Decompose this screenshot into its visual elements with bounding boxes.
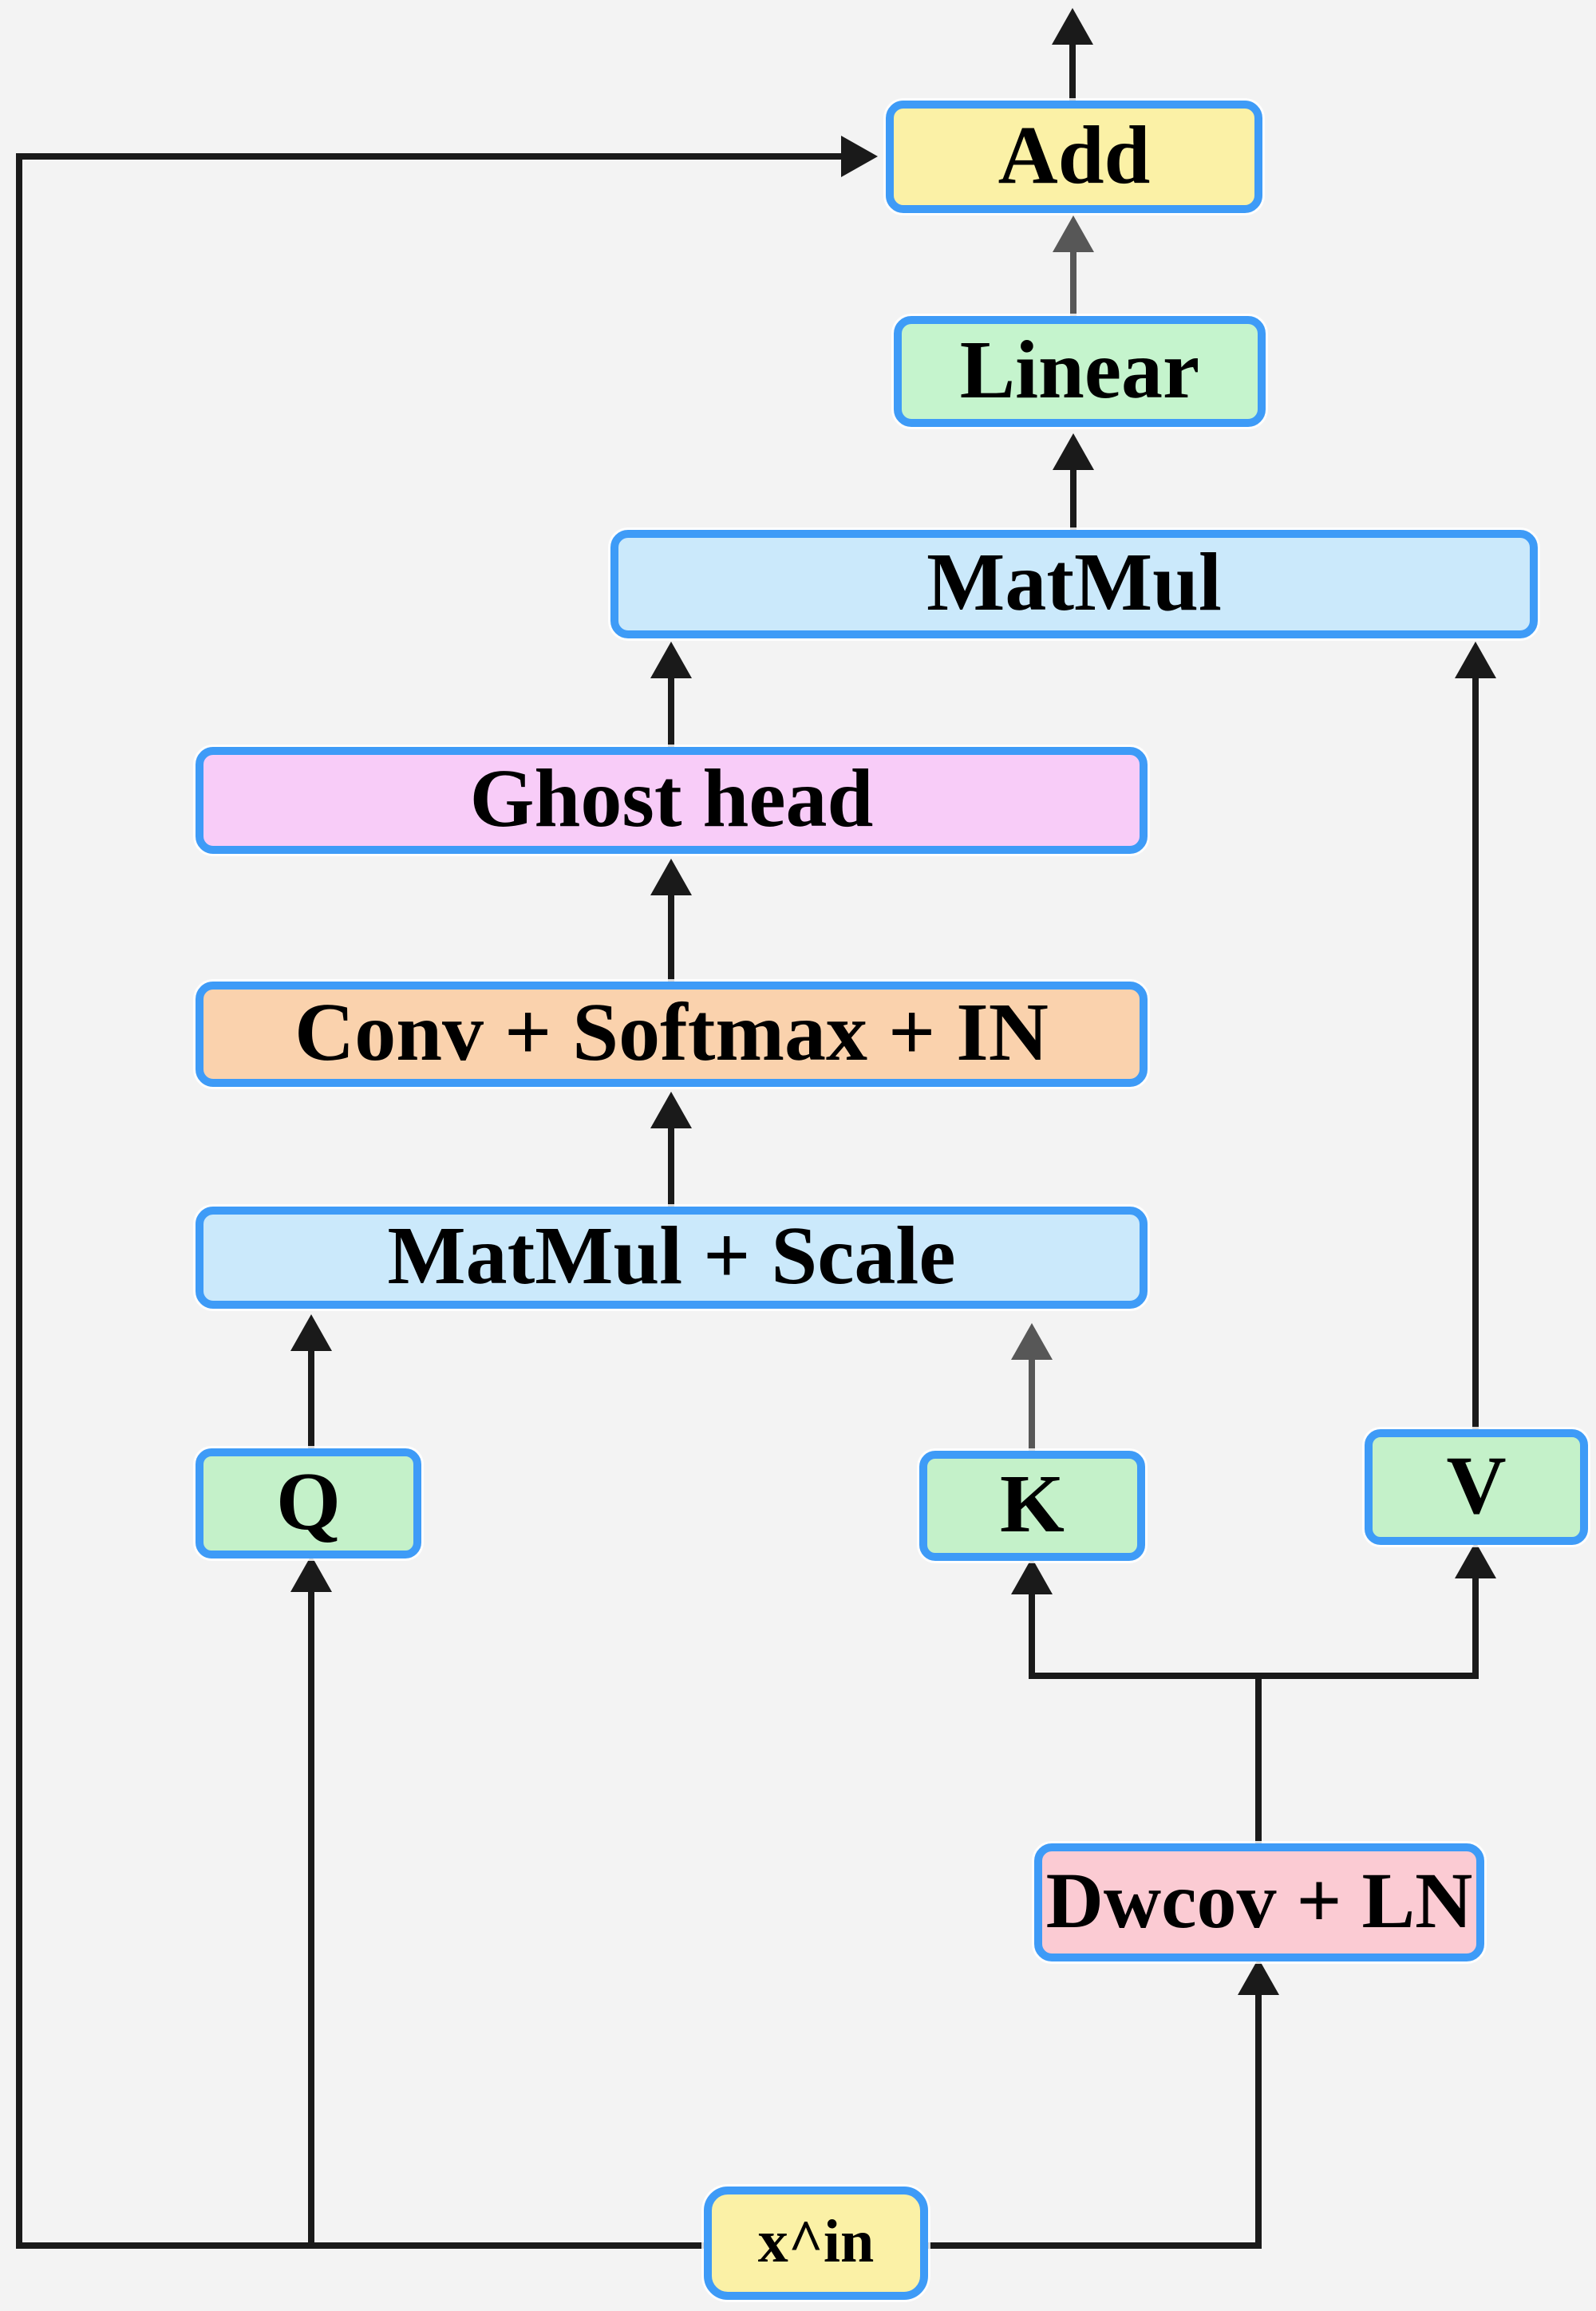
- connector-line-ghost-to-matmul: [668, 674, 674, 747]
- node-q: Q: [196, 1448, 421, 1558]
- node-dwcov-ln-label: Dwcov + LN: [1045, 1856, 1473, 1945]
- node-v-label: V: [1446, 1439, 1507, 1531]
- connector-line-add-output: [1069, 40, 1076, 101]
- node-v: V: [1365, 1429, 1588, 1545]
- node-matmul-scale: MatMul + Scale: [196, 1207, 1148, 1309]
- node-k: K: [919, 1451, 1145, 1561]
- node-add-label: Add: [998, 109, 1151, 201]
- connector-line-residual-skip-to-add: [16, 153, 844, 160]
- connector-line-input-bottom-run: [16, 2242, 1262, 2249]
- connector-line-q-to-scale: [308, 1346, 314, 1448]
- node-x-in: x^in: [704, 2187, 928, 2300]
- arrowhead-up-icon: [1052, 8, 1093, 45]
- node-x-in-label: x^in: [757, 2208, 875, 2275]
- arrowhead-up-icon: [1011, 1323, 1053, 1360]
- arrowhead-up-icon: [1238, 1958, 1279, 1995]
- node-ghost-head-label: Ghost head: [469, 753, 874, 844]
- arrowhead-right-icon: [841, 136, 878, 177]
- node-q-label: Q: [276, 1456, 341, 1547]
- node-matmul: MatMul: [610, 530, 1538, 638]
- connector-line-conv-to-ghost: [668, 891, 674, 982]
- connector-line-input-to-q: [308, 1587, 314, 2245]
- node-k-label: K: [1000, 1458, 1065, 1550]
- arrowhead-up-icon: [1455, 1542, 1496, 1578]
- node-matmul-label: MatMul: [926, 536, 1222, 628]
- connector-line-scale-to-conv: [668, 1124, 674, 1207]
- arrowhead-up-icon: [1053, 215, 1094, 252]
- node-add: Add: [886, 101, 1262, 213]
- node-conv-softmax-in-label: Conv + Softmax + IN: [294, 986, 1049, 1078]
- arrowhead-up-icon: [290, 1555, 332, 1592]
- arrowhead-up-icon: [650, 859, 692, 895]
- connector-line-residual-skip-to-add: [16, 153, 22, 2249]
- connector-line-dwcov-to-k-and-v: [1029, 1590, 1035, 1676]
- connector-line-dwcov-to-k-and-v: [1255, 1673, 1262, 1847]
- arrowhead-up-icon: [1053, 433, 1094, 470]
- arrowhead-up-icon: [1011, 1558, 1053, 1594]
- connector-line-dwcov-to-k-and-v: [1029, 1673, 1479, 1679]
- connector-line-input-to-dwcov: [1255, 1990, 1262, 2246]
- node-conv-softmax-in: Conv + Softmax + IN: [196, 982, 1148, 1087]
- node-dwcov-ln: Dwcov + LN: [1034, 1843, 1484, 1961]
- connector-line-matmul-to-linear: [1070, 465, 1077, 530]
- arrowhead-up-icon: [1455, 642, 1496, 678]
- connector-line-v-to-matmul: [1472, 674, 1479, 1429]
- arrowhead-up-icon: [290, 1314, 332, 1351]
- connector-line-dwcov-to-k-and-v: [1472, 1574, 1479, 1676]
- connector-line-linear-to-add: [1070, 247, 1077, 316]
- node-ghost-head: Ghost head: [196, 747, 1148, 854]
- connector-line-k-up-gray: [1029, 1355, 1035, 1451]
- node-matmul-scale-label: MatMul + Scale: [387, 1210, 956, 1302]
- arrowhead-up-icon: [650, 642, 692, 678]
- node-linear-label: Linear: [959, 323, 1200, 416]
- node-linear: Linear: [894, 316, 1266, 427]
- arrowhead-up-icon: [650, 1092, 692, 1128]
